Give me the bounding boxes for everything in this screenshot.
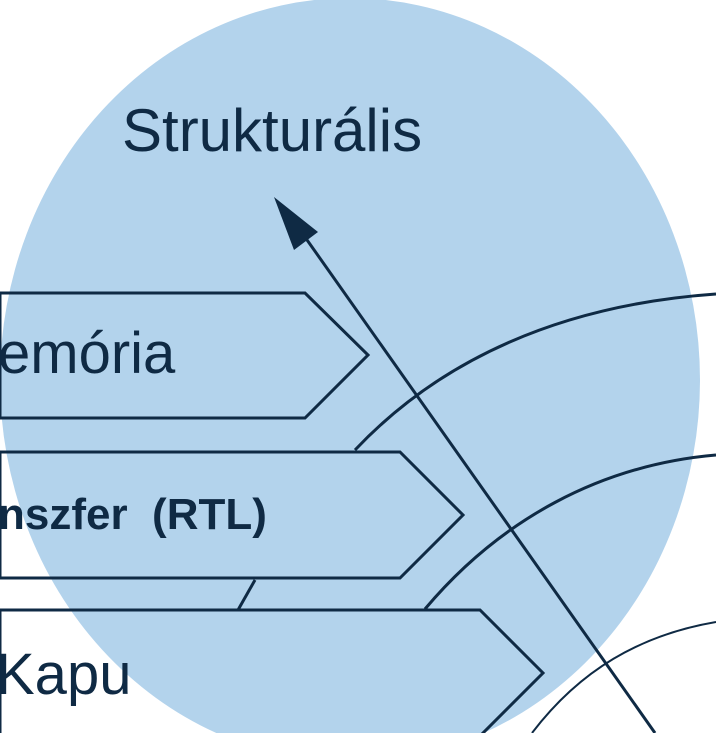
- level-arc-2-lower: [236, 579, 257, 611]
- level-shape-memory: [0, 291, 371, 420]
- level-arc-3: [531, 621, 716, 733]
- gate-level-label: Kapu: [0, 642, 131, 707]
- structural-axis-line: [298, 229, 657, 733]
- rtl-level-label: nszfer (RTL): [0, 490, 267, 539]
- level-arc-2: [423, 453, 716, 610]
- level-shape-rtl: [0, 450, 466, 580]
- structural-axis-arrowhead: [274, 197, 318, 250]
- level-shape-gate: [0, 608, 546, 733]
- memory-level-label: emória: [0, 321, 176, 386]
- level-arc-1: [353, 292, 716, 452]
- structural-title: Strukturális: [122, 97, 422, 164]
